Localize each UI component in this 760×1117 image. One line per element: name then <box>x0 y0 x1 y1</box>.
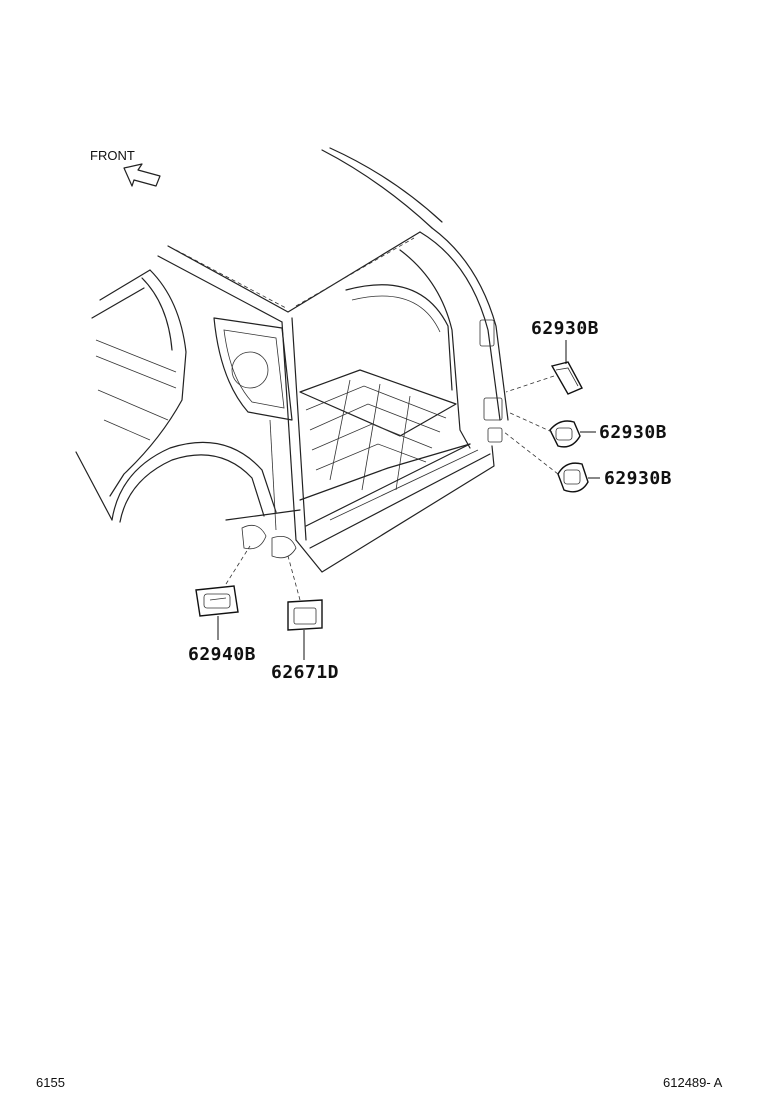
part-62671d[interactable] <box>287 599 323 631</box>
part-62930b-middle[interactable] <box>549 420 581 448</box>
part-label: 62930B <box>604 468 672 489</box>
part-label: 62930B <box>599 422 667 443</box>
part-label: 62671D <box>271 662 339 683</box>
footer-figure-code: 612489- A <box>663 1075 723 1090</box>
part-62940b[interactable] <box>195 585 239 617</box>
footer-page-code: 6155 <box>36 1075 65 1090</box>
front-label: FRONT <box>90 148 135 163</box>
part-label: 62930B <box>531 318 599 339</box>
part-label: 62940B <box>188 644 256 665</box>
part-62930b-upper[interactable] <box>550 361 583 395</box>
vehicle-body-illustration <box>75 147 509 573</box>
front-arrow-icon <box>123 163 161 187</box>
part-62930b-lower[interactable] <box>557 462 589 493</box>
